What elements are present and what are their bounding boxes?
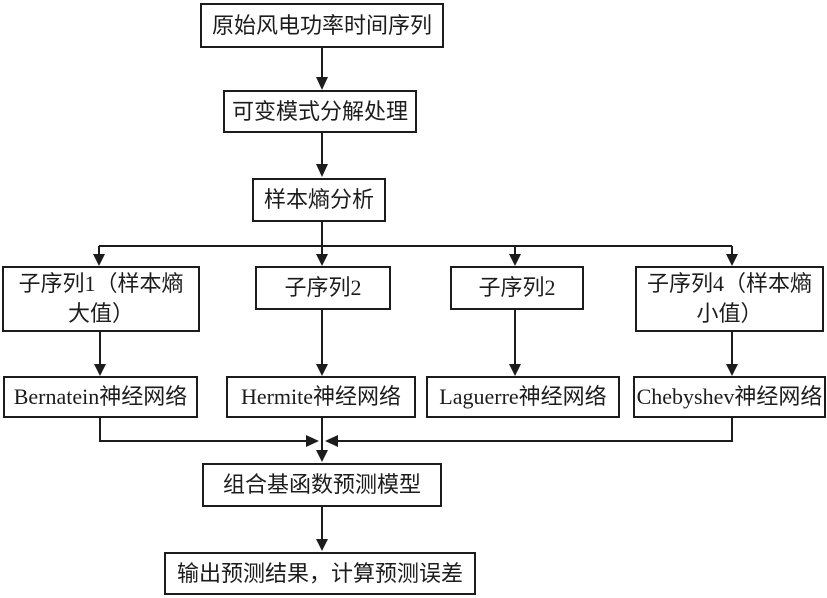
edge-entropy-sub2 — [316, 246, 328, 266]
edge-entropy-sub3 — [509, 246, 521, 266]
node-combined-basis-function-model: 组合基函数预测模型 — [202, 463, 442, 507]
node-chebyshev-neural-network: Chebyshev神经网络 — [633, 376, 826, 418]
edge-nn1-combine — [99, 418, 319, 447]
node-subsequence-3: 子序列2 — [450, 266, 584, 310]
edge-entropy-sub1 — [93, 246, 105, 266]
node-subsequence-4: 子序列4（样本熵 小值） — [635, 266, 824, 332]
node-sample-entropy-analysis: 样本熵分析 — [252, 178, 386, 222]
edge-entropy-sub4 — [726, 246, 738, 266]
node-hermite-neural-network: Hermite神经网络 — [226, 376, 416, 418]
node-variational-mode-decomposition: 可变模式分解处理 — [223, 90, 417, 133]
edge-original-vmd — [316, 48, 328, 90]
edge-sub1-nn1 — [94, 332, 106, 376]
edge-nn4-combine — [325, 418, 733, 447]
node-original-wind-power-series: 原始风电功率时间序列 — [200, 3, 444, 48]
node-bernstein-neural-network: Bernatein神经网络 — [3, 376, 198, 418]
node-laguerre-neural-network: Laguerre神经网络 — [426, 376, 620, 418]
edge-vmd-entropy — [316, 133, 328, 177]
node-subsequence-2: 子序列2 — [255, 266, 391, 310]
node-output-prediction-results: 输出预测结果，计算预测误差 — [164, 552, 476, 595]
edge-sub2-nn2 — [316, 310, 328, 376]
edge-nn2-combine — [316, 418, 328, 462]
edge-sub4-nn4 — [726, 332, 738, 376]
edge-entropy-branch-rail — [99, 222, 732, 247]
edge-combine-output — [316, 507, 328, 551]
node-subsequence-1: 子序列1（样本熵 大值） — [2, 266, 200, 332]
edge-sub3-nn3 — [509, 310, 521, 376]
